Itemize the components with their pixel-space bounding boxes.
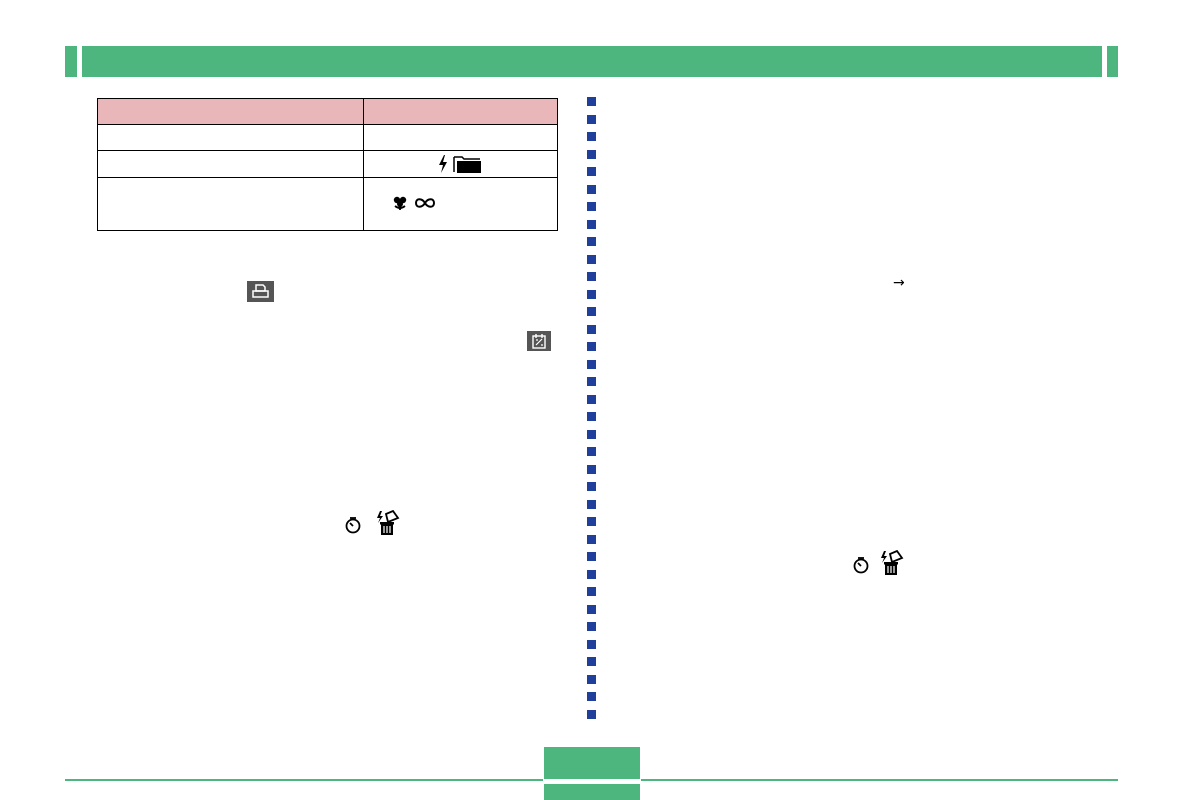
- exposure-compensation-icon: [527, 331, 551, 351]
- divider-square: [587, 692, 596, 701]
- divider-square: [587, 640, 596, 649]
- divider-square: [587, 167, 596, 176]
- infinity-icon: [414, 198, 436, 208]
- settings-table: [97, 98, 558, 231]
- divider-square: [587, 115, 596, 124]
- divider-square: [587, 500, 596, 509]
- divider-square: [587, 605, 596, 614]
- divider-square: [587, 395, 596, 404]
- divider-square: [587, 447, 596, 456]
- divider-square: [587, 710, 596, 719]
- divider-square: [587, 377, 596, 386]
- divider-square: [587, 552, 596, 561]
- footer-rule-left: [65, 779, 543, 781]
- page-number-gap: [544, 779, 640, 784]
- footer-rule-right: [641, 779, 1118, 781]
- divider-square: [587, 272, 596, 281]
- table-column-divider: [363, 99, 364, 230]
- divider-square: [587, 675, 596, 684]
- table-row: [98, 178, 557, 230]
- divider-square: [587, 570, 596, 579]
- divider-square: [587, 482, 596, 491]
- divider-square: [587, 290, 596, 299]
- divider-square: [587, 202, 596, 211]
- divider-square: [587, 622, 596, 631]
- flash-icon: [439, 155, 447, 173]
- header-bar: [82, 46, 1102, 77]
- macro-flower-icon: [393, 196, 407, 210]
- divider-square: [587, 255, 596, 264]
- divider-square: [587, 360, 596, 369]
- delete-icon: [881, 550, 904, 575]
- page-number-box: [544, 747, 640, 800]
- divider-square: [587, 325, 596, 334]
- header-cap-left: [65, 46, 77, 77]
- divider-square: [587, 97, 596, 106]
- divider-square: [587, 412, 596, 421]
- divider-square: [587, 132, 596, 141]
- divider-square: [587, 342, 596, 351]
- right-arrow-icon: →: [893, 275, 905, 291]
- page-title: [82, 46, 1102, 77]
- table-row: [98, 151, 557, 178]
- divider-square: [587, 185, 596, 194]
- folder-icon: [453, 156, 481, 173]
- divider-square: [587, 430, 596, 439]
- divider-square: [587, 150, 596, 159]
- print-icon: [247, 281, 274, 302]
- table-row: [98, 125, 557, 151]
- divider-square: [587, 307, 596, 316]
- delete-icon: [377, 510, 400, 535]
- divider-square: [587, 517, 596, 526]
- header-cap-right: [1107, 46, 1118, 77]
- divider-square: [587, 657, 596, 666]
- page-number: [544, 747, 640, 779]
- divider-square: [587, 535, 596, 544]
- divider-square: [587, 465, 596, 474]
- self-timer-icon: [345, 517, 361, 534]
- table-header-row: [98, 99, 557, 125]
- self-timer-icon: [853, 557, 869, 574]
- divider-square: [587, 237, 596, 246]
- divider-square: [587, 220, 596, 229]
- divider-square: [587, 587, 596, 596]
